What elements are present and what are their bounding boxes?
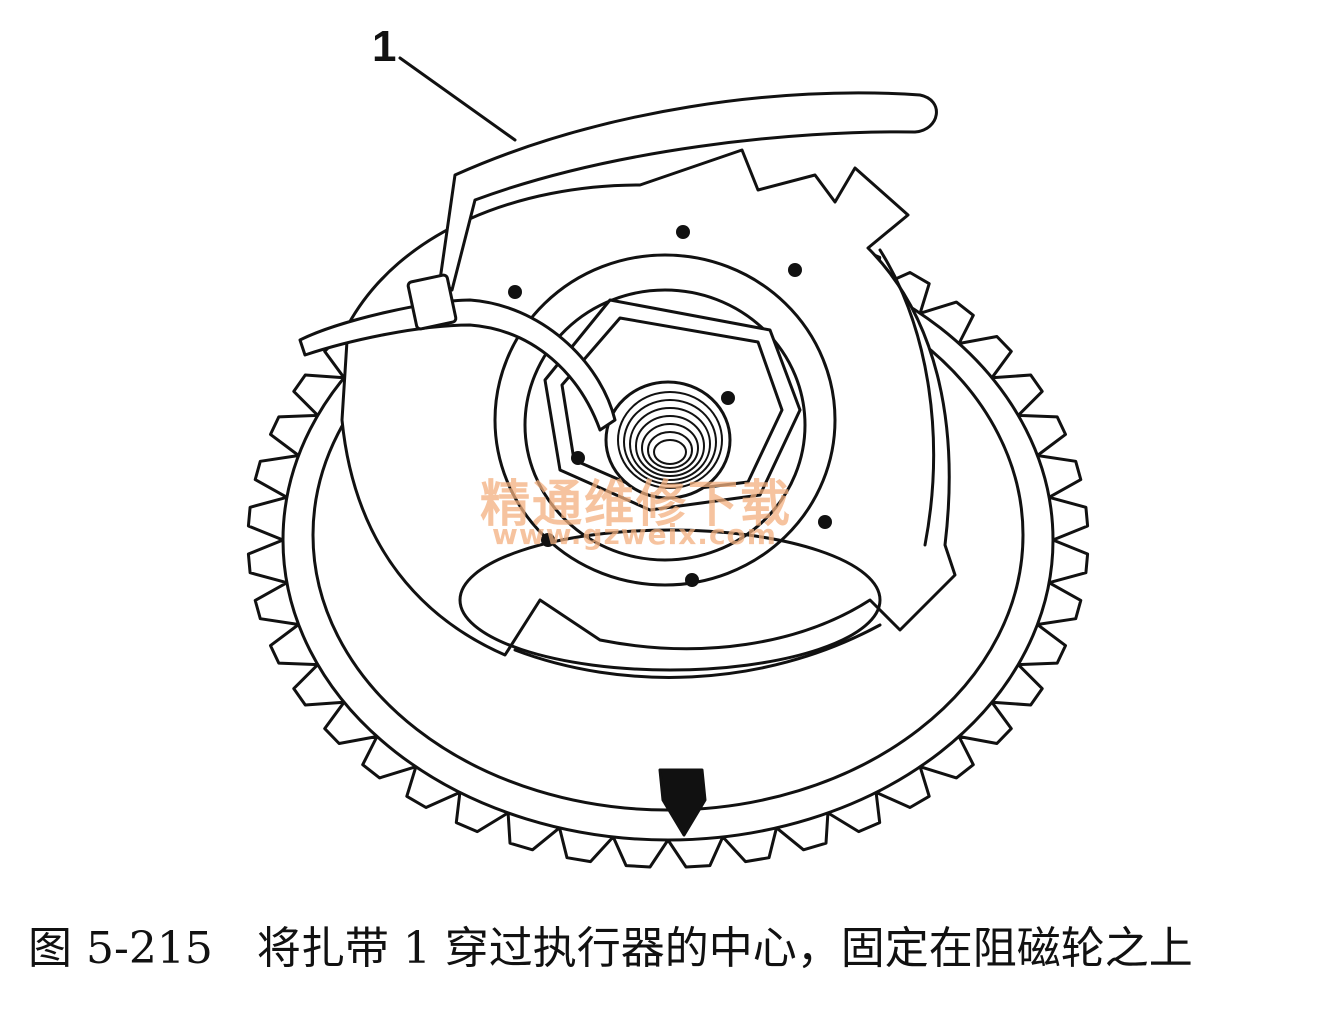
callout-label-1: 1 [372, 22, 397, 71]
thread-ring [623, 399, 717, 485]
mounting-hole [721, 391, 735, 405]
reluctor-inner-arc-2 [878, 248, 936, 547]
watermark-chinese: 精通维修下载 [480, 475, 792, 533]
mounting-hole [571, 451, 585, 465]
mounting-hole [685, 573, 699, 587]
actuator-lower-ring [458, 528, 882, 672]
zip-tie-buckle [406, 273, 458, 331]
cam-phaser-diagram [246, 56, 1090, 869]
zip-tie-strap [438, 91, 938, 292]
thread-ring [647, 431, 693, 469]
bore-threads [617, 391, 723, 489]
thread-ring [629, 407, 711, 481]
thread-ring [635, 415, 705, 477]
reluctor-inner-arc [513, 623, 882, 679]
alignment-pointer [658, 768, 707, 837]
watermark-url: www.gzweix.com [492, 518, 777, 551]
figure-number: 图 5-215 [28, 923, 213, 974]
thread-ring [653, 439, 687, 465]
mounting-hole [676, 225, 690, 239]
thread-ring [617, 391, 723, 489]
mounting-hole [508, 285, 522, 299]
figure-caption: 图 5-215 将扎带 1 穿过执行器的中心，固定在阻磁轮之上 [28, 912, 1298, 976]
mounting-hole [541, 533, 555, 547]
thread-ring [641, 423, 699, 473]
mounting-holes [508, 225, 832, 587]
mounting-hole [788, 263, 802, 277]
callout-leader [398, 56, 517, 142]
mounting-hole [818, 515, 832, 529]
actuator-ring-2 [523, 288, 807, 562]
caption-text: 将扎带 1 穿过执行器的中心，固定在阻磁轮之上 [256, 923, 1193, 974]
